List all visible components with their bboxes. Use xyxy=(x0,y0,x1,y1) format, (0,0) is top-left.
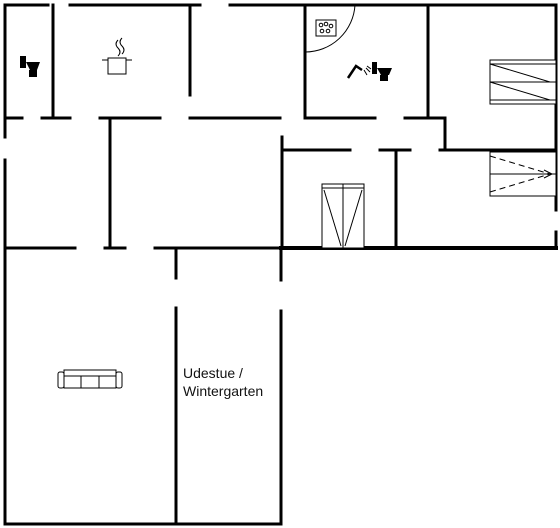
door-swings xyxy=(304,4,356,53)
toilet-icon xyxy=(20,56,40,77)
wardrobe-icon xyxy=(321,183,365,249)
bed-icon xyxy=(489,151,557,197)
walls xyxy=(3,3,558,526)
cooking-pot-icon xyxy=(102,37,132,75)
room-label-sunroom: Udestue / Wintergarten xyxy=(183,364,263,400)
bed-icon xyxy=(489,59,557,105)
sofa-icon xyxy=(57,369,123,389)
room-label-line-2: Wintergarten xyxy=(183,383,264,399)
room-label-line-1: Udestue / xyxy=(183,365,243,381)
toilet-icon xyxy=(372,62,392,81)
whirlpool-icon xyxy=(315,19,337,37)
shower-icon xyxy=(346,64,372,79)
